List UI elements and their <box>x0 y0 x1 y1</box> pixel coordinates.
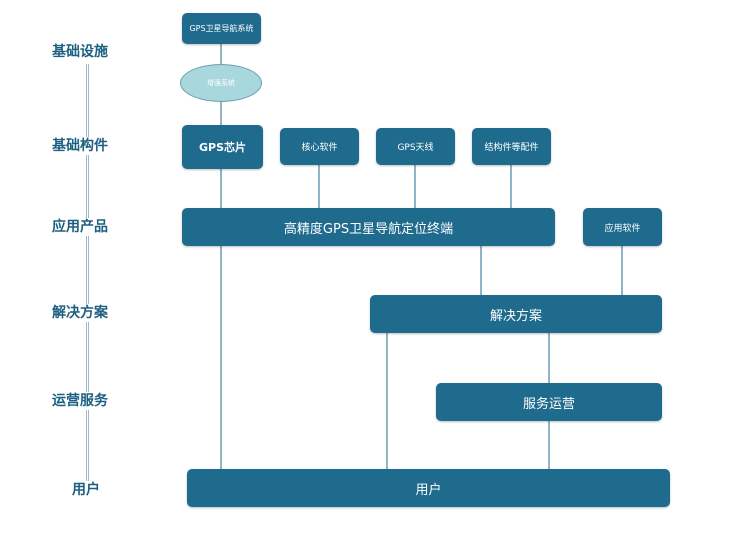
connector-antenna-to-terminal <box>414 165 416 209</box>
node-core-software: 核心软件 <box>280 128 359 165</box>
connector-core-software-to-terminal <box>318 165 320 209</box>
layer-spine-line <box>86 64 89 482</box>
node-structural-parts: 结构件等配件 <box>472 128 551 165</box>
layer-label-solutions: 解决方案 <box>52 304 124 322</box>
node-augmentation-system: 增强系统 <box>180 64 262 102</box>
node-solution: 解决方案 <box>370 295 662 333</box>
node-user: 用户 <box>187 469 670 507</box>
node-service-operation: 服务运营 <box>436 383 662 421</box>
connector-service-to-user <box>548 421 550 470</box>
connector-parts-to-terminal <box>510 165 512 209</box>
connector-augment-to-chip <box>220 101 222 125</box>
layer-label-users: 用户 <box>72 481 144 499</box>
connector-terminal-to-solution <box>480 246 482 296</box>
connector-appsoft-to-solution <box>621 246 623 296</box>
connector-chip-to-terminal <box>220 169 222 209</box>
node-app-software: 应用软件 <box>583 208 662 246</box>
connector-nav-to-augment <box>220 44 222 64</box>
layer-label-products: 应用产品 <box>52 218 124 236</box>
layer-label-operations: 运营服务 <box>52 392 124 410</box>
connector-solution-to-service <box>548 333 550 383</box>
node-high-precision-terminal: 高精度GPS卫星导航定位终端 <box>182 208 555 246</box>
connector-terminal-to-user <box>220 246 222 470</box>
connector-solution-to-user <box>386 333 388 470</box>
layer-label-components: 基础构件 <box>52 137 124 155</box>
node-gps-nav-system: GPS卫星导航系统 <box>182 13 261 44</box>
layer-label-infrastructure: 基础设施 <box>52 43 124 61</box>
node-gps-chip: GPS芯片 <box>182 125 263 169</box>
node-gps-antenna: GPS天线 <box>376 128 455 165</box>
